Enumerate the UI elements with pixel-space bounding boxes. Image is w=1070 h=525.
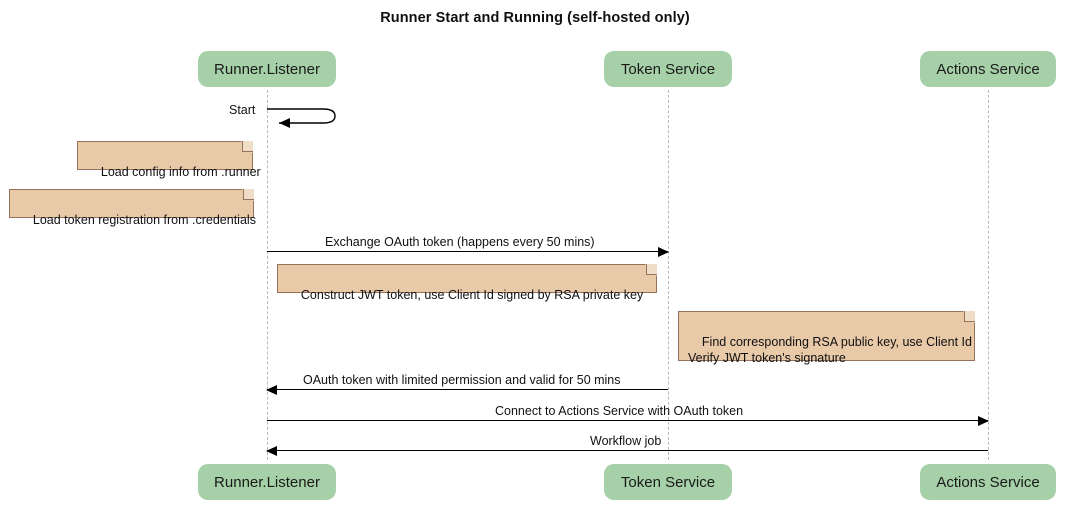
lifeline-runner-listener (267, 90, 268, 460)
message-label-connect-to-actions-service: Connect to Actions Service with OAuth to… (495, 404, 744, 418)
lifeline-actions-service (988, 90, 989, 460)
arrowhead-left-icon (266, 446, 277, 456)
note-text: Construct JWT token, use Client Id signe… (300, 288, 644, 302)
message-arrow-exchange-oauth-token (267, 247, 669, 257)
message-label-start: Start (229, 103, 256, 117)
participant-token-service-top[interactable]: Token Service (604, 51, 732, 87)
message-arrow-connect-to-actions-service (267, 416, 989, 426)
note-fold-icon (964, 311, 975, 322)
note-construct-jwt-token: Construct JWT token, use Client Id signe… (277, 264, 657, 302)
message-label-workflow-job: Workflow job (590, 434, 662, 448)
lifeline-token-service (668, 90, 669, 460)
message-arrow-workflow-job (266, 446, 988, 456)
message-label-exchange-oauth-token: Exchange OAuth token (happens every 50 m… (325, 235, 595, 249)
self-message-start-arrow (267, 108, 336, 128)
message-label-oauth-token-limited-permission: OAuth token with limited permission and … (303, 373, 621, 387)
note-load-config-info: Load config info from .runner (77, 141, 261, 179)
arrowhead-right-icon (658, 247, 669, 257)
note-load-token-registration: Load token registration from .credential… (9, 189, 256, 227)
arrowhead-right-icon (978, 416, 989, 426)
note-fold-icon (242, 141, 253, 152)
note-fold-icon (646, 264, 657, 275)
participant-runner-listener-bottom[interactable]: Runner.Listener (198, 464, 336, 500)
arrowhead-left-icon (266, 385, 277, 395)
note-text: Find corresponding RSA public key, use C… (688, 335, 972, 365)
note-text: Load config info from .runner (100, 165, 261, 179)
participant-actions-service-top[interactable]: Actions Service (920, 51, 1056, 87)
participant-runner-listener-top[interactable]: Runner.Listener (198, 51, 336, 87)
participant-token-service-bottom[interactable]: Token Service (604, 464, 732, 500)
note-text: Load token registration from .credential… (32, 213, 256, 227)
message-arrow-oauth-token-limited-permission (266, 385, 668, 395)
note-fold-icon (243, 189, 254, 200)
page-title: Runner Start and Running (self-hosted on… (380, 10, 690, 26)
note-verify-jwt-signature: Find corresponding RSA public key, use C… (678, 311, 975, 365)
participant-actions-service-bottom[interactable]: Actions Service (920, 464, 1056, 500)
